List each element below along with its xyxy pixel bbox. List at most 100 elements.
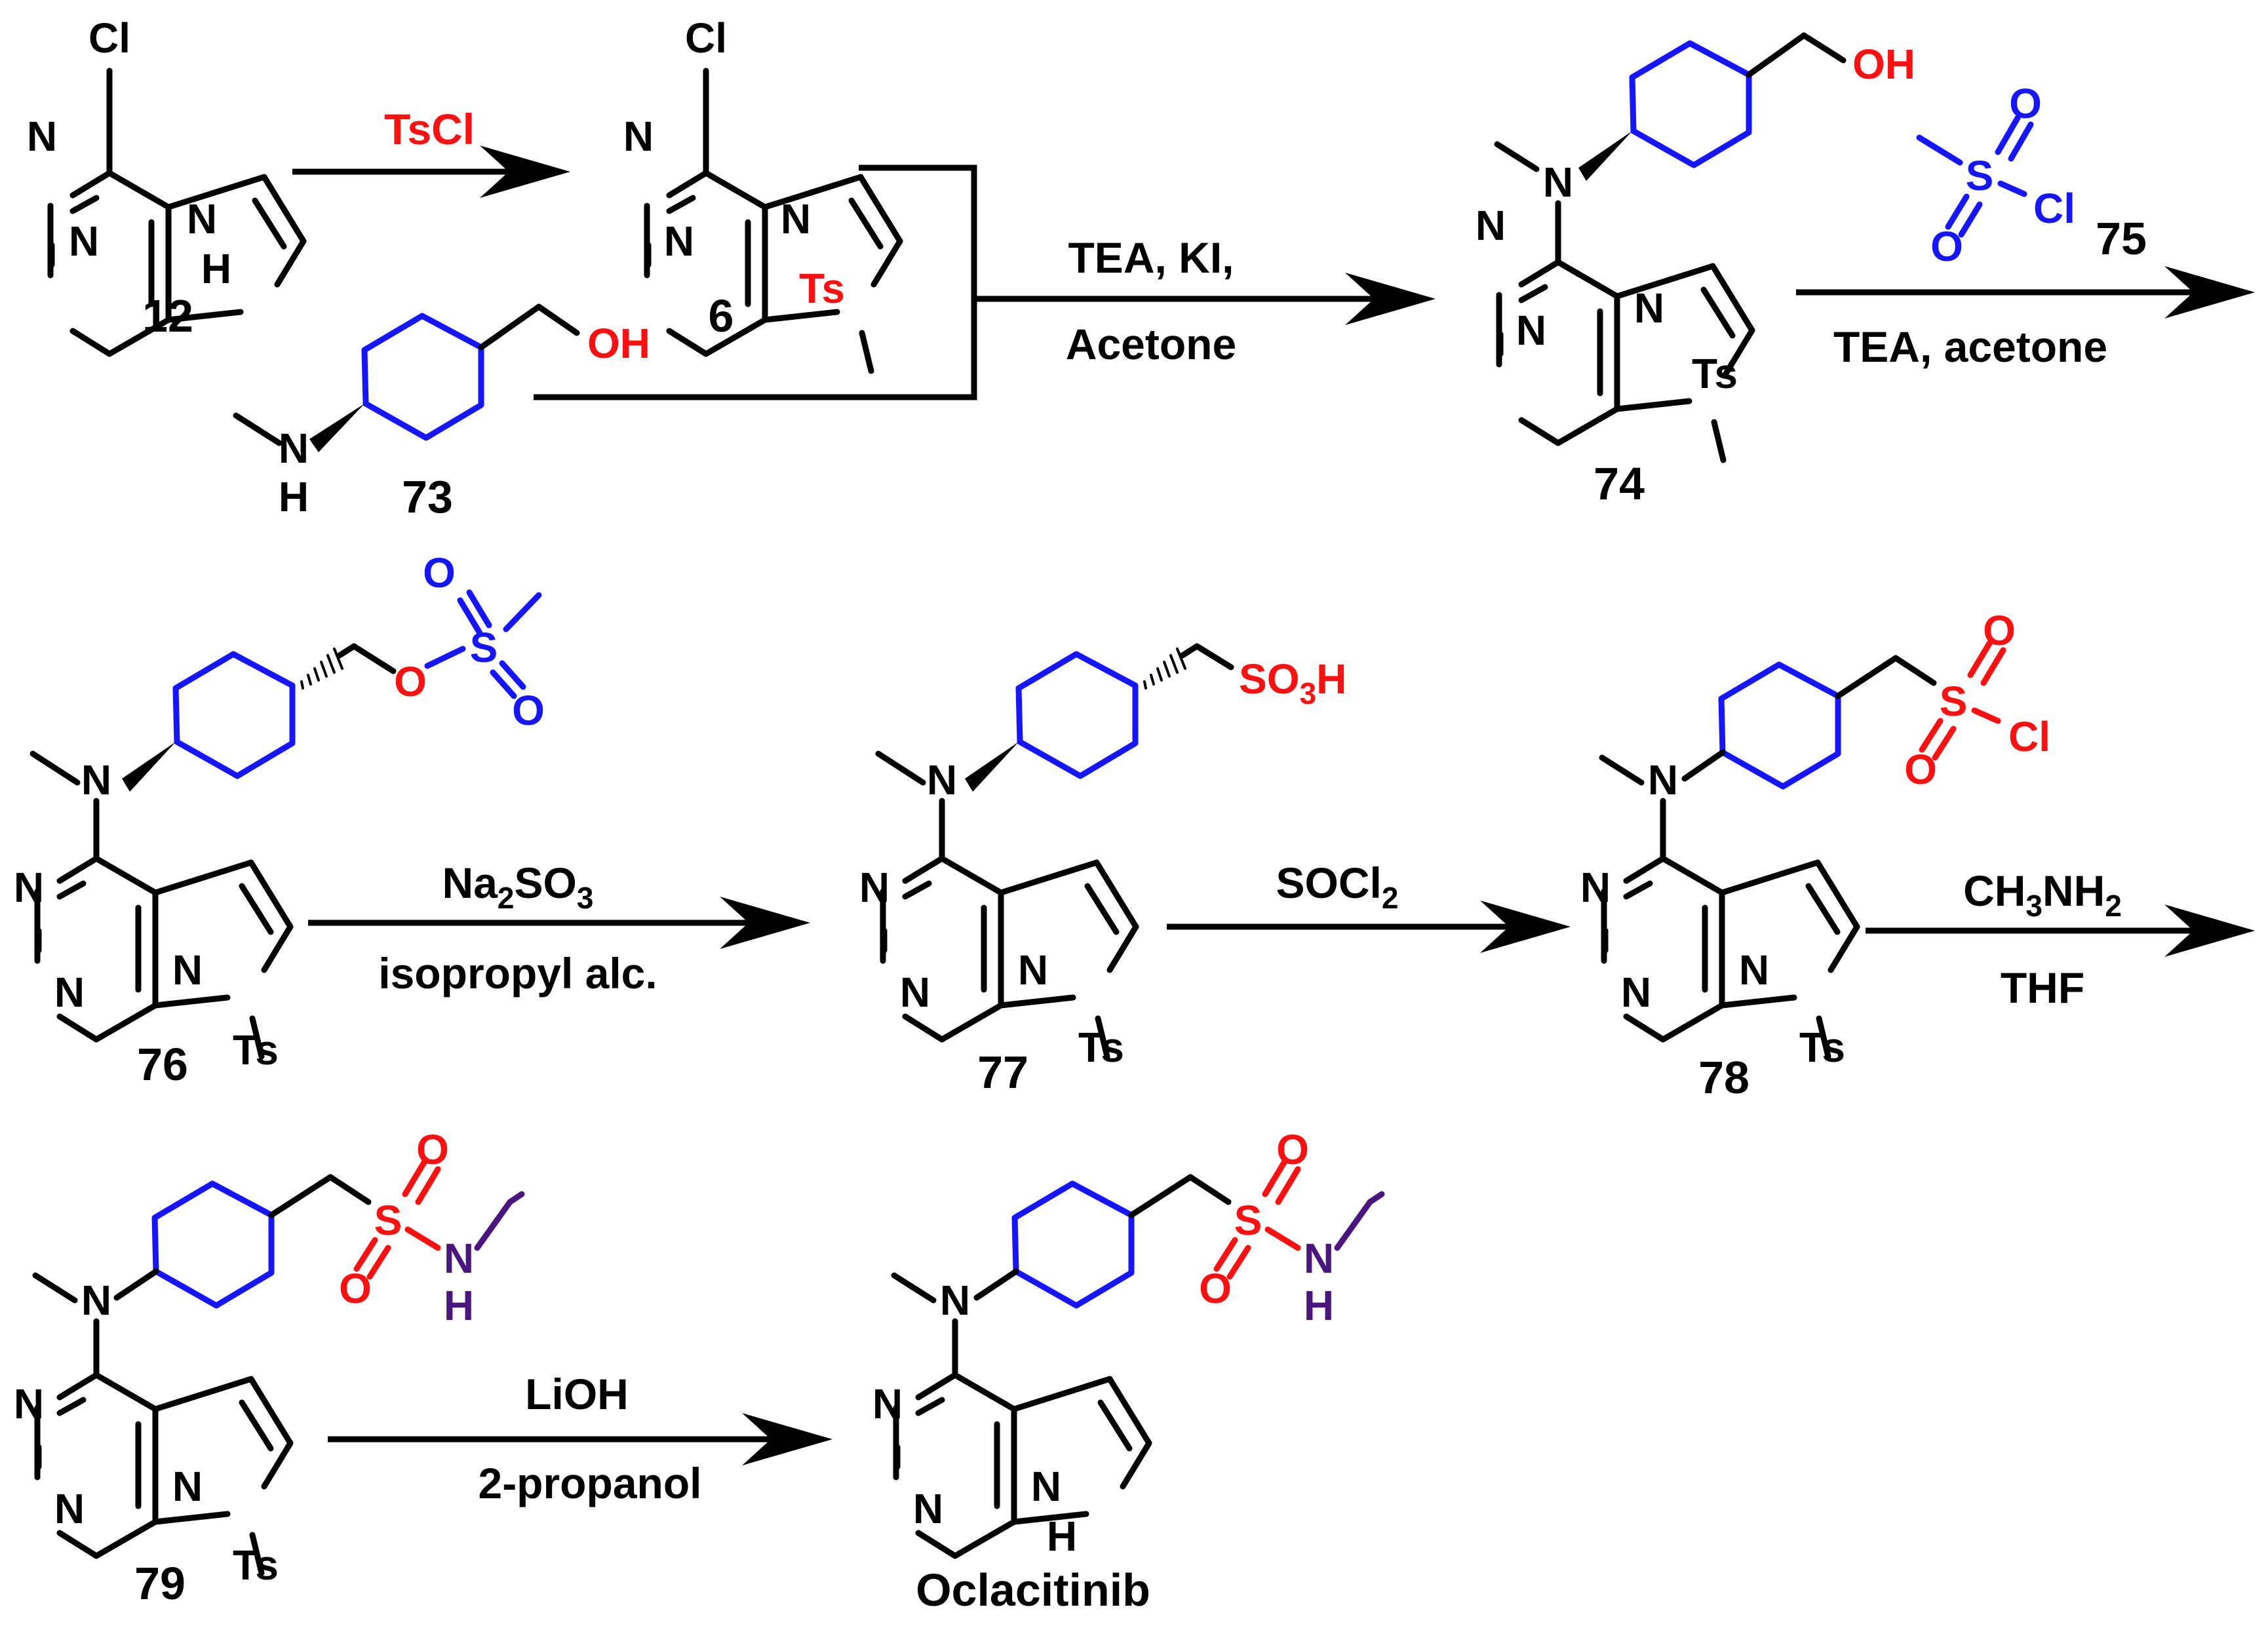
tosyl-group: Ts bbox=[799, 265, 845, 312]
nitrogen-atom: N bbox=[444, 1235, 474, 1282]
oxygen-atom: O bbox=[1199, 1265, 1232, 1312]
nitrogen-atom: N bbox=[664, 218, 694, 265]
nitrogen-atom: N bbox=[1516, 307, 1546, 354]
reaction-arrow-7: LiOH 2-propanol bbox=[328, 1370, 832, 1507]
oxygen-atom: O bbox=[423, 549, 456, 596]
nitrogen-atom: N bbox=[81, 1277, 111, 1324]
compound-76: O S O O N N N N Ts 76 bbox=[14, 549, 545, 1090]
hydrogen-atom: H bbox=[1304, 1282, 1334, 1329]
oxygen-atom: O bbox=[2009, 80, 2042, 127]
nitrogen-atom: N bbox=[940, 1277, 970, 1324]
condition-line-1: SOCl2 bbox=[1276, 859, 1399, 915]
reagent-label: TsCl bbox=[384, 105, 475, 153]
nitrogen-atom: N bbox=[927, 756, 957, 804]
compound-name: Oclacitinib bbox=[916, 1564, 1150, 1616]
hydroxyl-group: OH bbox=[587, 320, 650, 367]
compound-number: 6 bbox=[709, 290, 734, 341]
nitrogen-atom: N bbox=[1648, 756, 1678, 804]
compound-number: 12 bbox=[142, 290, 193, 341]
nitrogen-atom: N bbox=[1634, 284, 1664, 332]
compound-79: S O O N H N N N N Ts 79 bbox=[14, 1126, 525, 1609]
sulfur-atom: S bbox=[470, 624, 498, 671]
condition-line-2: 2-propanol bbox=[479, 1459, 702, 1507]
nitrogen-atom: N bbox=[14, 864, 44, 911]
sulfur-atom: S bbox=[374, 1197, 402, 1244]
compound-75: S O O Cl 75 bbox=[1916, 80, 2147, 270]
compound-number: 76 bbox=[137, 1039, 188, 1090]
nitrogen-atom: N bbox=[1621, 969, 1651, 1016]
oxygen-atom: O bbox=[1904, 746, 1937, 793]
nitrogen-atom: N bbox=[1304, 1235, 1334, 1282]
chlorine-atom: Cl bbox=[2033, 185, 2075, 232]
hashed-wedge-bond bbox=[300, 648, 343, 689]
chlorine-atom: Cl bbox=[88, 14, 130, 62]
nitrogen-atom: N bbox=[54, 969, 85, 1016]
nitrogen-atom: N bbox=[1739, 946, 1769, 994]
oxygen-atom: O bbox=[416, 1126, 449, 1173]
nitrogen-atom: N bbox=[900, 969, 930, 1016]
nitrogen-atom: N bbox=[279, 425, 309, 472]
hydrogen-atom: H bbox=[201, 245, 231, 292]
hydrogen-atom: H bbox=[279, 473, 309, 520]
nitrogen-atom: N bbox=[623, 113, 654, 160]
chlorine-atom: Cl bbox=[2008, 713, 2050, 760]
nitrogen-atom: N bbox=[187, 195, 217, 242]
condition-line-2: TEA, acetone bbox=[1833, 322, 2107, 371]
sulfonic-acid-group: SO3H bbox=[1239, 655, 1346, 710]
nitrogen-atom: N bbox=[1543, 159, 1573, 206]
hydrogen-atom: H bbox=[444, 1282, 474, 1329]
sulfur-atom: S bbox=[1940, 678, 1968, 725]
nitrogen-atom: N bbox=[172, 946, 203, 994]
nitrogen-atom: N bbox=[859, 864, 890, 911]
reaction-arrow-2: TEA, KI, Acetone bbox=[534, 165, 1436, 400]
oxygen-atom: O bbox=[394, 658, 427, 705]
compound-number: 79 bbox=[134, 1558, 186, 1609]
nitrogen-atom: N bbox=[14, 1380, 44, 1427]
compound-73: N H OH 73 bbox=[233, 303, 650, 522]
condition-line-1: LiOH bbox=[525, 1370, 629, 1418]
oxygen-atom: O bbox=[1276, 1126, 1309, 1173]
reaction-arrow-4: Na2SO3 isopropyl alc. bbox=[308, 859, 810, 998]
oxygen-atom: O bbox=[1983, 607, 2016, 654]
tosyl-group: Ts bbox=[1692, 350, 1738, 397]
tosyl-group: Ts bbox=[1078, 1024, 1124, 1071]
oxygen-atom: O bbox=[339, 1265, 372, 1312]
nitrogen-atom: N bbox=[69, 218, 99, 265]
nitrogen-atom: N bbox=[1580, 864, 1611, 911]
sulfur-atom: S bbox=[1966, 152, 1994, 199]
tosyl-group: Ts bbox=[233, 1026, 279, 1074]
nitrogen-atom: N bbox=[781, 195, 811, 242]
compound-number: 78 bbox=[1698, 1052, 1750, 1103]
nitrogen-atom: N bbox=[54, 1485, 85, 1532]
sulfur-atom: S bbox=[1234, 1197, 1262, 1244]
oxygen-atom: O bbox=[1930, 223, 1963, 270]
nitrogen-atom: N bbox=[1476, 202, 1506, 249]
compound-number: 73 bbox=[402, 471, 453, 522]
compound-number: 75 bbox=[2096, 213, 2147, 264]
nitrogen-atom: N bbox=[1018, 946, 1048, 994]
tosyl-group: Ts bbox=[1799, 1024, 1845, 1071]
reaction-arrow-5: SOCl2 bbox=[1167, 859, 1571, 953]
nitrogen-atom: N bbox=[81, 756, 111, 804]
nitrogen-atom: N bbox=[27, 113, 57, 160]
nitrogen-atom: N bbox=[172, 1463, 203, 1510]
condition-line-2: Acetone bbox=[1066, 320, 1236, 368]
compound-6: Cl N N N Ts 6 bbox=[623, 14, 900, 371]
nitrogen-atom: N bbox=[872, 1380, 903, 1427]
compound-number: 77 bbox=[977, 1047, 1028, 1098]
hydroxyl-group: OH bbox=[1852, 41, 1915, 88]
condition-line-2: isopropyl alc. bbox=[378, 949, 657, 998]
compound-78: S O O Cl N N N N Ts 78 bbox=[1580, 607, 2050, 1103]
condition-line-1: Na2SO3 bbox=[442, 859, 594, 915]
tosyl-group: Ts bbox=[233, 1541, 279, 1589]
compound-number: 74 bbox=[1593, 458, 1645, 509]
hashed-wedge-bond bbox=[1143, 648, 1186, 689]
reaction-arrow-1: TsCl bbox=[292, 105, 570, 198]
reaction-arrow-6: CH3NH2 THF bbox=[1866, 866, 2255, 1012]
compound-77: SO3H N N N N Ts 77 bbox=[859, 643, 1346, 1098]
hydrogen-atom: H bbox=[1047, 1513, 1077, 1560]
nitrogen-atom: N bbox=[1031, 1463, 1061, 1510]
oxygen-atom: O bbox=[512, 687, 545, 734]
reaction-arrow-3: TEA, acetone bbox=[1796, 266, 2255, 371]
